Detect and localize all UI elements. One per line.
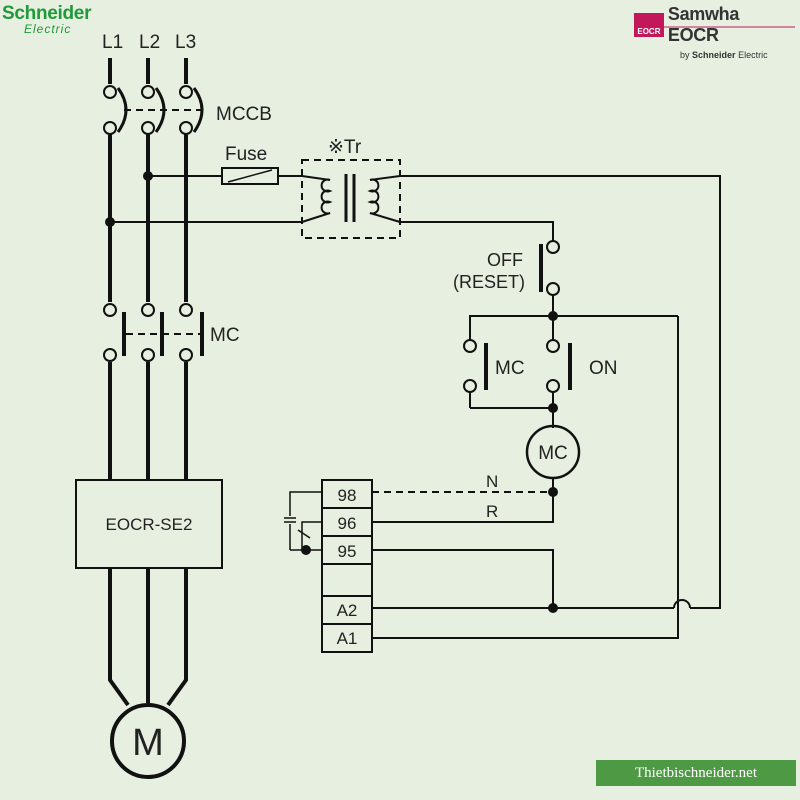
on-label: ON	[589, 358, 618, 379]
terminal-block	[321, 479, 373, 653]
terminal-95: 95	[338, 542, 357, 561]
line-l2-label: L2	[139, 32, 160, 53]
terminal-96: 96	[338, 514, 357, 533]
junction-dots	[105, 171, 558, 613]
transformer-symbol	[301, 159, 401, 239]
schneider-logo-sub: Electric	[24, 22, 72, 36]
samwha-title: Samwha EOCR	[667, 4, 740, 45]
terminal-98: 98	[338, 486, 357, 505]
terminal-a1: A1	[337, 629, 358, 648]
control-wiring	[110, 175, 721, 639]
schneider-logo-name: Schneider	[2, 3, 92, 24]
relay-contact-symbol	[284, 491, 322, 551]
off-label: OFF	[487, 250, 523, 270]
schneider-logo: Schneider Electric	[2, 4, 91, 35]
motor-label: M	[132, 722, 164, 764]
samwha-logo: EOCR Samwha EOCR by Schneider Electric	[634, 4, 794, 60]
motor-symbol	[110, 703, 186, 779]
mc-aux-label: MC	[495, 358, 525, 379]
line-l3-label: L3	[175, 32, 196, 53]
mc-main-label: MC	[210, 325, 240, 346]
fuse-symbol	[221, 167, 279, 185]
r-label: R	[486, 502, 498, 521]
transformer-label: ※Tr	[328, 137, 362, 158]
reset-label: (RESET)	[453, 272, 525, 292]
phase-conductors	[108, 58, 188, 707]
mc-coil	[525, 424, 581, 480]
samwha-byline: by Schneider Electric	[680, 50, 794, 60]
mc-aux-contact	[463, 339, 488, 393]
on-button	[546, 339, 572, 393]
mccb-breaker	[103, 85, 204, 135]
byline-sub: Electric	[738, 50, 768, 60]
mc-coil-label: MC	[538, 443, 568, 464]
eocr-logo-badge: EOCR	[634, 13, 664, 37]
line-l1-label: L1	[102, 32, 123, 53]
watermark-label: Thietbischneider.net	[596, 760, 796, 786]
eocr-box	[75, 479, 223, 569]
mc-main-contacts	[103, 303, 204, 362]
mccb-label: MCCB	[216, 104, 272, 125]
byline-by: by	[680, 50, 690, 60]
byline-brand: Schneider	[692, 50, 736, 60]
n-label: N	[486, 472, 498, 491]
terminal-a2: A2	[337, 601, 358, 620]
fuse-label: Fuse	[225, 144, 267, 165]
eocr-label: EOCR-SE2	[106, 515, 193, 534]
off-reset-button	[539, 240, 560, 296]
